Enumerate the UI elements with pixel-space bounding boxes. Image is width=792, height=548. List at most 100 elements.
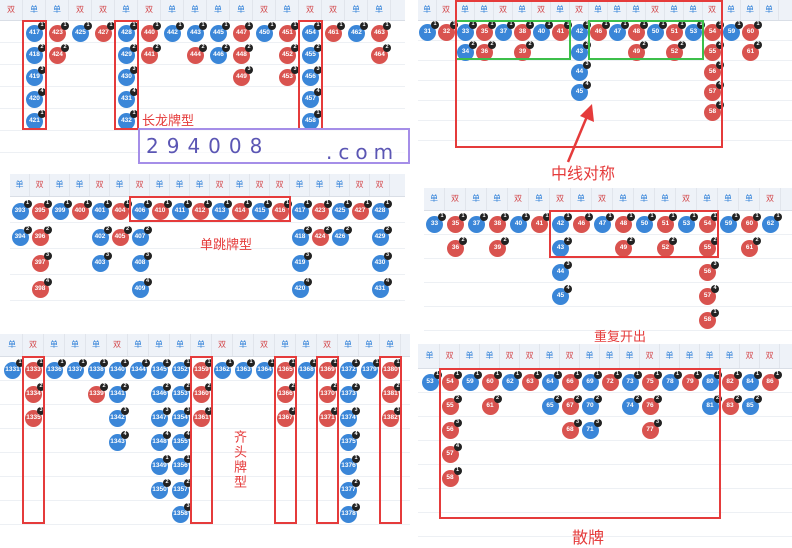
repeat-count-badge: 1 [438,212,446,221]
grid-line [418,80,792,81]
repeat-count-badge: 2 [553,394,562,403]
repeat-count-badge: 1 [303,199,312,208]
repeat-count-badge: 1 [163,199,172,208]
repeat-count-badge: 1 [183,199,192,208]
repeat-count-badge: 1 [383,21,391,30]
repeat-count-badge: 4 [184,430,192,439]
column-header-cell: 单 [190,174,210,196]
grid-line [418,392,792,393]
repeat-count-badge: 1 [79,358,87,367]
column-header-cell: 双 [592,188,613,210]
column-header-cell: 双 [0,0,23,20]
column-header-cell: 单 [230,174,250,196]
column-header-cell: 单 [420,344,440,368]
column-header-cell: 单 [424,188,445,210]
pattern-highlight-box [379,356,402,524]
repeat-count-badge: 1 [61,21,69,30]
column-header-cell: 单 [697,188,718,210]
repeat-count-badge: 2 [184,382,192,391]
grid-line [0,404,410,405]
repeat-count-badge: 2 [526,40,534,49]
repeat-count-badge: 4 [314,87,322,96]
repeat-count-badge: 2 [163,382,171,391]
repeat-count-badge: 1 [488,20,496,29]
column-header-cell: 双 [445,188,466,210]
pattern-highlight-box [22,356,45,524]
grid-line [418,536,792,537]
column-header-cell: 单 [184,0,207,20]
repeat-count-badge: 1 [184,358,192,367]
repeat-count-badge: 1 [453,466,462,475]
grid-line [418,140,792,141]
column-header-cell: 单 [665,0,684,20]
repeat-count-badge: 1 [163,454,171,463]
repeat-count-badge: 1 [690,212,698,221]
column-header-cell: 双 [130,174,150,196]
pattern-highlight-box [455,0,723,148]
repeat-count-badge: 1 [103,199,112,208]
repeat-count-badge: 1 [268,358,276,367]
pattern-highlight-box [190,356,213,524]
repeat-count-badge: 4 [711,284,719,293]
repeat-count-badge: 2 [184,478,192,487]
watermark-domain: .com [326,140,400,164]
column-header-cell: 单 [634,188,655,210]
repeat-count-badge: 1 [733,370,742,379]
label-long-dragon: 长龙牌型 [142,113,195,128]
repeat-count-badge: 1 [203,199,212,208]
repeat-count-badge: 3 [352,406,360,415]
repeat-count-badge: 1 [37,358,45,367]
column-header-cell: 单 [2,334,23,356]
repeat-count-badge: 1 [543,212,551,221]
column-header-cell: 双 [250,174,270,196]
column-header-cell: 单 [608,0,627,20]
label-repeat: 重复开出 [594,329,647,344]
repeat-count-badge: 1 [493,370,502,379]
column-header-cell: 双 [646,0,665,20]
column-header-cell: 双 [138,0,161,20]
repeat-count-badge: 1 [513,370,522,379]
repeat-count-badge: 1 [310,358,318,367]
pattern-highlight-box [316,356,339,524]
